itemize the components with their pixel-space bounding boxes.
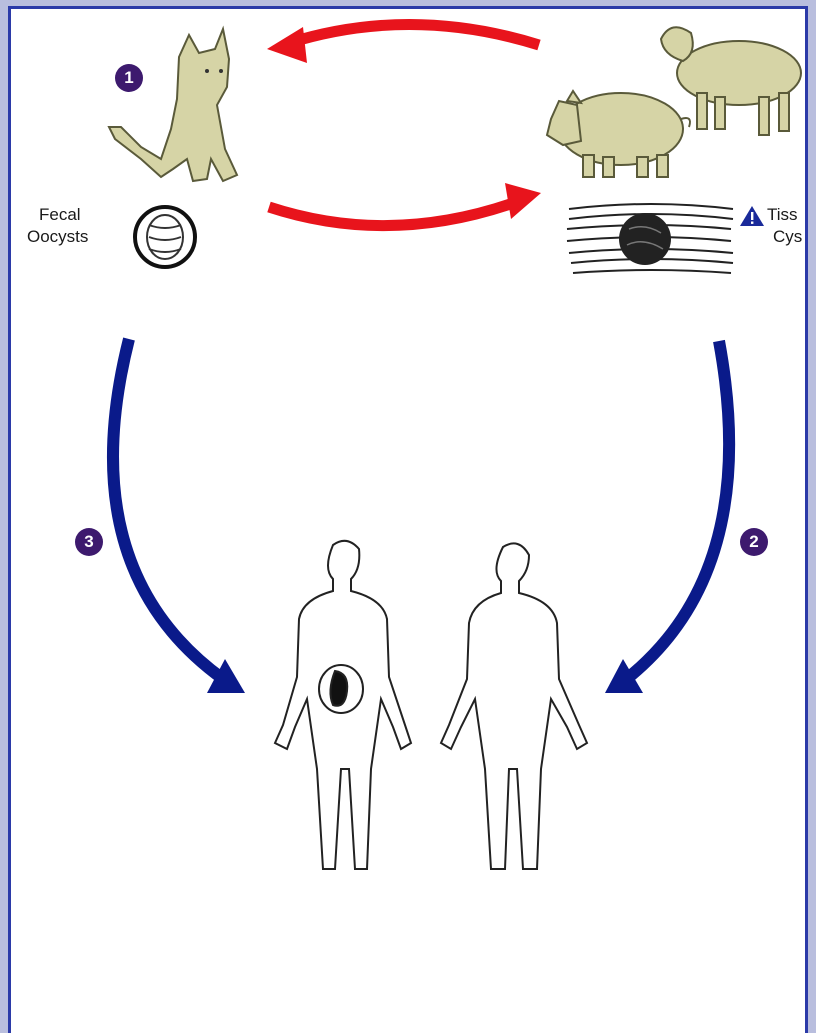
step-3-badge: 3 <box>75 528 103 556</box>
blue-arrow-oocysts-to-humans <box>113 339 245 693</box>
tissue-cysts-label: Tiss Cys <box>767 204 802 248</box>
oocyst-illustration <box>135 207 195 267</box>
step-2-badge: 2 <box>740 528 768 556</box>
blue-arrow-tissue-to-humans <box>605 341 729 693</box>
tissue-cyst-illustration <box>567 204 733 273</box>
red-arrow-to-cat <box>267 24 539 63</box>
man-figure <box>441 543 587 869</box>
diagram-frame: 1 2 3 Fecal Oocysts Tiss Cys <box>8 6 808 1033</box>
life-cycle-diagram <box>11 9 805 1033</box>
step-1-badge: 1 <box>115 64 143 92</box>
fecal-label-line2: Oocysts <box>15 226 88 248</box>
tissue-label-line2: Cys <box>767 226 802 248</box>
warning-icon <box>739 205 765 227</box>
fecal-label-line1: Fecal <box>15 204 88 226</box>
red-arrow-to-animals <box>269 183 541 226</box>
woman-figure <box>275 541 411 869</box>
fecal-oocysts-label: Fecal Oocysts <box>15 204 88 248</box>
tissue-label-line1: Tiss <box>767 204 802 226</box>
cat-illustration <box>109 29 237 181</box>
pig-illustration <box>547 91 690 177</box>
